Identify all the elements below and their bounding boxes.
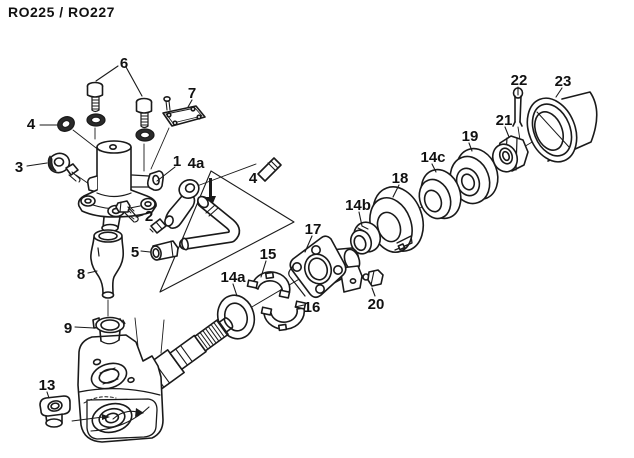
- part-label-22: 22: [511, 72, 528, 89]
- part-label-4-assembly: 4: [249, 170, 258, 187]
- part-label-2: 2: [145, 208, 153, 225]
- bushing-part-14c: [418, 168, 462, 220]
- alignment-lines: [72, 126, 521, 367]
- part-label-20: 20: [368, 296, 385, 313]
- lever-part-4a: [149, 179, 200, 234]
- part-label-21: 21: [496, 112, 513, 129]
- cap-part-5: [150, 240, 179, 261]
- gasket-plate-part-7: [162, 105, 206, 127]
- part-label-18: 18: [392, 170, 409, 187]
- end-cap-part-23: [526, 91, 598, 163]
- bolt-part-6-right: [135, 97, 153, 129]
- part-label-4a: 4a: [188, 155, 205, 172]
- plug-part-13: [39, 395, 71, 428]
- lock-washer-6-right: [135, 128, 155, 142]
- part-label-7: 7: [188, 85, 196, 102]
- part-label-3: 3: [15, 159, 23, 176]
- stud-pin: [257, 157, 282, 182]
- part-label-13: 13: [39, 377, 56, 394]
- part-label-9: 9: [64, 320, 72, 337]
- bushing-part-14b: [349, 221, 382, 255]
- plug-13-insert-line: [71, 414, 110, 422]
- part-label-23: 23: [555, 73, 572, 90]
- bent-link-tube: [179, 195, 241, 251]
- diagram-title: RO225 / RO227: [8, 4, 115, 20]
- bolt-part-6-left: [86, 81, 104, 113]
- part-label-4-washer: 4: [27, 116, 36, 133]
- washer-part-4: [57, 116, 75, 132]
- part-label-1: 1: [173, 153, 181, 170]
- part-label-6: 6: [120, 55, 128, 72]
- boot-part-8: [90, 229, 125, 299]
- bearing-half-part-15: [246, 271, 291, 299]
- castle-nut-part-21: [491, 135, 529, 173]
- part-label-5: 5: [131, 244, 139, 261]
- flange-part-17: [288, 235, 347, 299]
- lock-washer-6-left: [86, 113, 106, 127]
- part-label-19: 19: [462, 128, 479, 145]
- part-label-14c: 14c: [420, 149, 445, 166]
- part-label-8: 8: [77, 266, 85, 283]
- grease-fitting-part-20: [362, 269, 384, 287]
- clamp-bolt-part-3: [47, 152, 81, 183]
- part-label-14a: 14a: [220, 269, 246, 286]
- leader-lines: [26, 65, 563, 399]
- part-label-14b: 14b: [345, 197, 371, 214]
- gear-housing-block: [77, 334, 164, 443]
- part-label-17: 17: [305, 221, 322, 238]
- part-label-15: 15: [260, 246, 277, 263]
- collar-part-9: [92, 316, 126, 345]
- part-label-16: 16: [304, 299, 321, 316]
- screw-part-7: [163, 96, 171, 111]
- group-4-leader-triangle: [159, 170, 295, 293]
- bearing-half-part-16: [260, 300, 307, 332]
- bolt-part-2: [115, 200, 139, 223]
